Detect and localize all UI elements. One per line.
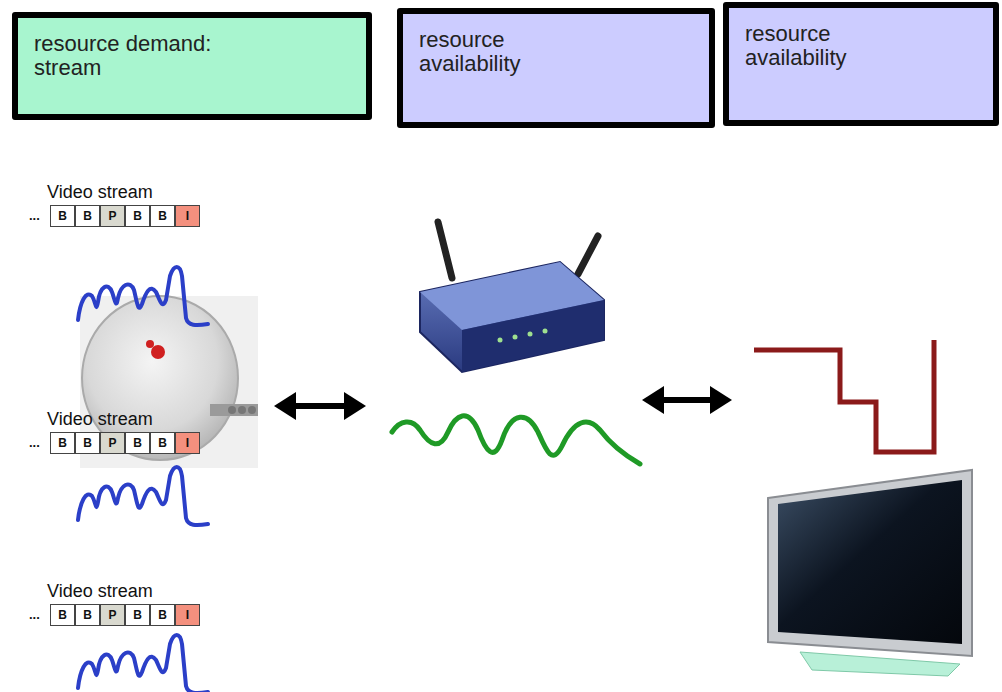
satellite-dish — [80, 296, 258, 468]
frame-cell: B — [125, 432, 150, 454]
demand-curve — [78, 467, 208, 525]
frame-cell: B — [50, 604, 75, 626]
box-text: resource availability — [729, 8, 911, 84]
double-arrow — [642, 386, 732, 414]
stream-label: Video stream — [47, 182, 153, 202]
frame-cell: B — [75, 604, 100, 626]
box-text: resource demand: stream — [18, 18, 260, 94]
frame-cell: B — [50, 432, 75, 454]
box-text: resource availability — [403, 14, 585, 90]
frame-cell: B — [150, 205, 175, 227]
double-arrow — [274, 392, 366, 420]
frame-cell: B — [50, 205, 75, 227]
frame-cell: B — [75, 432, 100, 454]
availability-box: resource availability — [723, 2, 999, 126]
availability-box: resource availability — [397, 8, 715, 128]
frame-cell: B — [75, 205, 100, 227]
frame-cell: P — [100, 205, 125, 227]
availability-step — [754, 340, 934, 452]
frame-cell: B — [125, 205, 150, 227]
demand-box: resource demand: stream — [12, 12, 372, 120]
frame-cell: I — [175, 205, 200, 227]
television — [768, 470, 972, 676]
stream-label: Video stream — [47, 581, 153, 601]
ellipsis: ... — [29, 435, 40, 450]
stream-label: Video stream — [47, 409, 153, 429]
availability-curve — [392, 416, 640, 464]
frame-cell: I — [175, 432, 200, 454]
wireless-router — [420, 222, 604, 372]
ellipsis: ... — [29, 208, 40, 223]
frame-cell: P — [100, 432, 125, 454]
ellipsis: ... — [29, 607, 40, 622]
frame-cell: P — [100, 604, 125, 626]
demand-curve — [78, 635, 208, 692]
demand-curve — [78, 267, 208, 325]
frame-cell: B — [125, 604, 150, 626]
frame-cell: B — [150, 432, 175, 454]
frame-cell: B — [150, 604, 175, 626]
frame-cell: I — [175, 604, 200, 626]
